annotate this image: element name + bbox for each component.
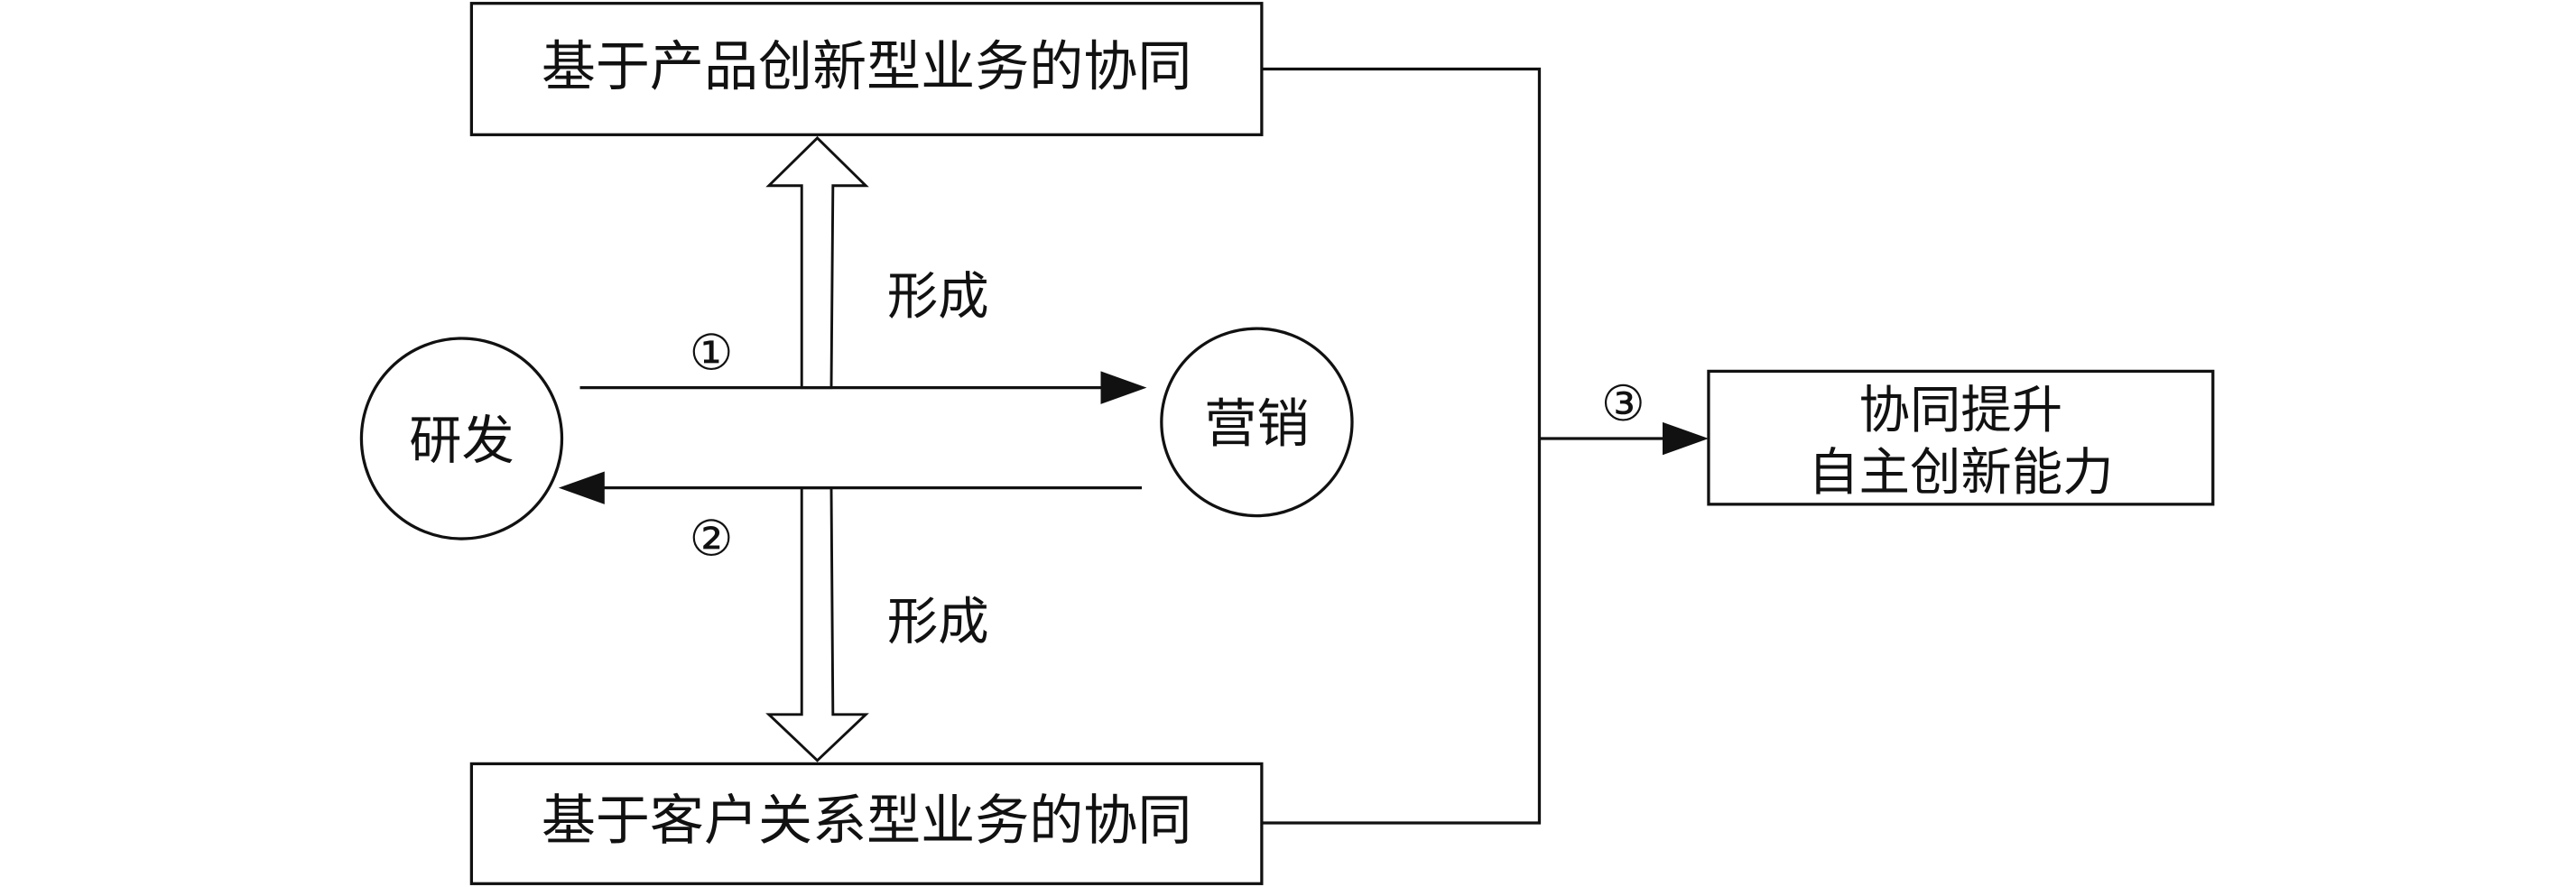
arrow-marketing-to-rd	[558, 471, 1143, 504]
bottom-box: 基于客户关系型业务的协同	[469, 762, 1264, 885]
step-3-label: ③	[1601, 374, 1645, 432]
result-box-line1: 协同提升	[1859, 381, 2063, 439]
top-box: 基于产品创新型业务的协同	[469, 2, 1264, 136]
hollow-arrow-down	[765, 486, 869, 762]
result-box-line2: 自主创新能力	[1808, 443, 2113, 502]
arrow-rd-to-marketing	[579, 371, 1147, 404]
form-label-top: 形成	[887, 268, 989, 327]
rd-node: 研发	[359, 337, 564, 541]
hollow-arrow-up	[765, 135, 869, 390]
step-2-label: ②	[690, 509, 734, 567]
step-1-label: ①	[690, 324, 734, 382]
marketing-node: 营销	[1160, 327, 1354, 518]
top-box-label: 基于产品创新型业务的协同	[542, 36, 1192, 99]
rd-label: 研发	[409, 410, 514, 471]
connector-to-result	[1261, 67, 1709, 825]
form-label-bottom: 形成	[887, 593, 989, 651]
marketing-label: 营销	[1204, 393, 1309, 455]
result-box: 协同提升 自主创新能力	[1707, 369, 2215, 506]
bottom-box-label: 基于客户关系型业务的协同	[542, 790, 1192, 853]
